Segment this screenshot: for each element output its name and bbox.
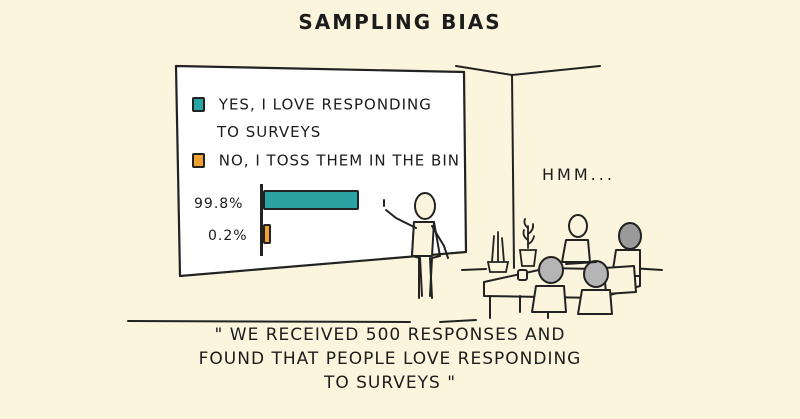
plant [486, 218, 538, 273]
whiteboard-content: YES, I LOVE RESPONDING TO SURVEYS NO, I … [178, 68, 464, 276]
whiteboard [174, 64, 468, 278]
attendees [531, 214, 642, 315]
orange-swatch-icon [192, 153, 205, 168]
quote-line: FOUND THAT PEOPLE LOVE RESPONDING [198, 349, 582, 369]
room-wall-lines [127, 65, 663, 323]
presenter-figure [383, 192, 449, 299]
quote-caption: " WE RECEIVED 500 RESPONSES AND FOUND TH… [180, 323, 600, 395]
bar-yes [263, 190, 359, 210]
chart-axis [260, 184, 263, 256]
quote-line: TO SURVEYS " [323, 373, 457, 393]
legend-label: YES, I LOVE RESPONDING [218, 95, 432, 114]
speech-text: HMM... [542, 165, 615, 184]
bar-no [263, 224, 271, 244]
bar-label-yes: 99.8% [194, 196, 244, 212]
legend-item-no: NO, I TOSS THEM IN THE BIN [192, 150, 460, 171]
teal-swatch-icon [192, 97, 205, 112]
quote-line: " WE RECEIVED 500 RESPONSES AND [214, 325, 566, 345]
legend-label: NO, I TOSS THEM IN THE BIN [218, 151, 460, 170]
legend-label-continued: TO SURVEYS [217, 123, 322, 141]
bar-label-no: 0.2% [208, 228, 248, 244]
page-title: SAMPLING BIAS [298, 10, 502, 34]
legend-item-yes: YES, I LOVE RESPONDING [192, 94, 432, 115]
